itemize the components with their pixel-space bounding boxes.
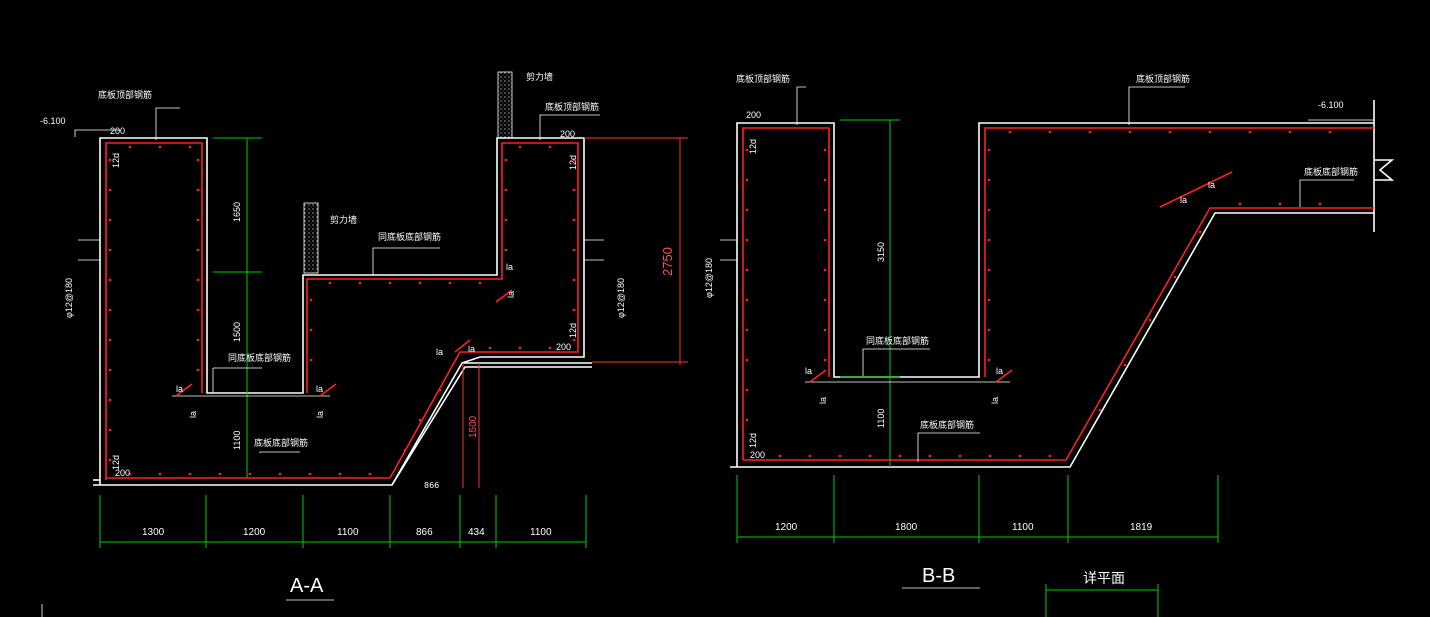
- bb-same-position-rebar-label: 同底板底部钢筋: [866, 335, 929, 346]
- aa-la-3: la: [506, 262, 513, 272]
- plan-label-group: 详平面: [41, 570, 1159, 617]
- aa-rebar-spec-right: φ12@180: [616, 278, 626, 318]
- aa-wall-outline: [93, 137, 592, 486]
- bb-la-v1: la: [818, 397, 828, 404]
- aa-shear-wall-1: [303, 202, 319, 274]
- section-bb: 底板顶部钢筋 底板顶部钢筋 -6.100 底板底部钢筋 同底板底部钢筋 底板底部…: [704, 73, 1395, 589]
- aa-vdim-4: 1500: [468, 415, 479, 438]
- aa-la-1: la: [176, 384, 183, 394]
- aa-shear-wall-2-label: 剪力墙: [526, 71, 553, 82]
- aa-12d-2: 12d: [111, 455, 121, 470]
- aa-la-4: la: [436, 347, 443, 357]
- bb-la-3: la: [1180, 195, 1187, 205]
- aa-dim-5: 434: [468, 527, 485, 538]
- aa-same-position-rebar-2-label: 同底板底部钢筋: [228, 352, 291, 363]
- bb-dim-3: 1100: [1012, 522, 1034, 533]
- aa-shear-wall-2: [497, 71, 513, 139]
- aa-same-position-rebar-label: 同底板底部钢筋: [378, 231, 441, 242]
- bb-wall-outline: [730, 122, 1374, 468]
- bb-la-2: la: [996, 366, 1003, 376]
- bb-bottom-slab-rebar-label: 底板底部钢筋: [1304, 166, 1358, 177]
- aa-dim-4: 866: [416, 527, 433, 538]
- aa-la-2: la: [316, 384, 323, 394]
- bb-section-title: B-B: [922, 565, 955, 587]
- aa-dim-6: 1100: [530, 527, 552, 538]
- aa-top-slab-rebar-label: 底板顶部钢筋: [98, 89, 152, 100]
- bb-la-4: la: [1208, 180, 1215, 190]
- aa-section-title: A-A: [290, 575, 324, 597]
- bb-cover-200-bottom: 200: [750, 450, 765, 460]
- aa-cover-200-left: 200: [110, 126, 125, 136]
- aa-la-v2: la: [315, 411, 325, 418]
- bb-dim-4: 1819: [1130, 522, 1153, 533]
- bb-vdim-1: 3150: [876, 242, 886, 262]
- aa-vdim-2: 1500: [232, 322, 242, 342]
- bb-top-slab-rebar-label: 底板顶部钢筋: [736, 73, 790, 84]
- bb-rebar-spec: φ12@180: [704, 258, 714, 298]
- aa-12d-3: 12d: [568, 155, 578, 170]
- plan-label: 详平面: [1083, 570, 1125, 586]
- aa-dim-3: 1100: [337, 527, 359, 538]
- aa-la-v1: la: [188, 411, 198, 418]
- aa-12d-4: 12d: [568, 323, 578, 338]
- aa-rebar-dots: [108, 145, 576, 476]
- bb-elevation: -6.100: [1318, 100, 1344, 110]
- aa-la-v3: la: [506, 291, 516, 298]
- bb-12d-2: 12d: [748, 433, 758, 448]
- aa-cover-200-right: 200: [560, 129, 575, 139]
- aa-top-slab-rebar-right-label: 底板顶部钢筋: [545, 101, 599, 112]
- aa-cover-200-bottom: 200: [115, 468, 130, 478]
- section-aa: 底板顶部钢筋 -6.100 200 200 底板顶部钢筋 剪力墙 剪力墙 同底板…: [40, 71, 688, 601]
- bb-la-1: la: [805, 366, 812, 376]
- aa-small-866: 866: [424, 481, 439, 490]
- aa-elevation: -6.100: [40, 116, 66, 126]
- aa-vdim-1: 1650: [232, 202, 242, 222]
- aa-rebar-spec-left: φ12@180: [64, 278, 74, 318]
- bb-dim-1: 1200: [775, 522, 798, 533]
- aa-rebar: [105, 142, 579, 480]
- aa-shear-wall-1-label: 剪力墙: [330, 214, 357, 225]
- aa-dim-2: 1200: [243, 527, 266, 538]
- aa-vdim-3: 1100: [232, 431, 242, 450]
- bb-rebar: [742, 127, 1374, 461]
- bb-rebar-dots: [745, 130, 1332, 458]
- bb-dim-2: 1800: [895, 522, 918, 533]
- aa-cover-200-mid: 200: [556, 342, 571, 352]
- bb-top-slab-rebar-right-label: 底板顶部钢筋: [1136, 73, 1190, 84]
- aa-la-5: la: [468, 344, 475, 354]
- bb-vdim-2: 1100: [876, 409, 886, 428]
- bb-cover-200-top: 200: [746, 110, 761, 120]
- aa-bottom-rebar-label: 底板底部钢筋: [254, 437, 308, 448]
- bb-bottom-rebar-label: 底板底部钢筋: [920, 419, 974, 430]
- bb-la-v2: la: [990, 397, 1000, 404]
- bb-12d-1: 12d: [748, 139, 758, 154]
- aa-12d-1: 12d: [111, 153, 121, 168]
- aa-overall-height: 2750: [660, 247, 675, 276]
- aa-dim-1: 1300: [142, 527, 165, 538]
